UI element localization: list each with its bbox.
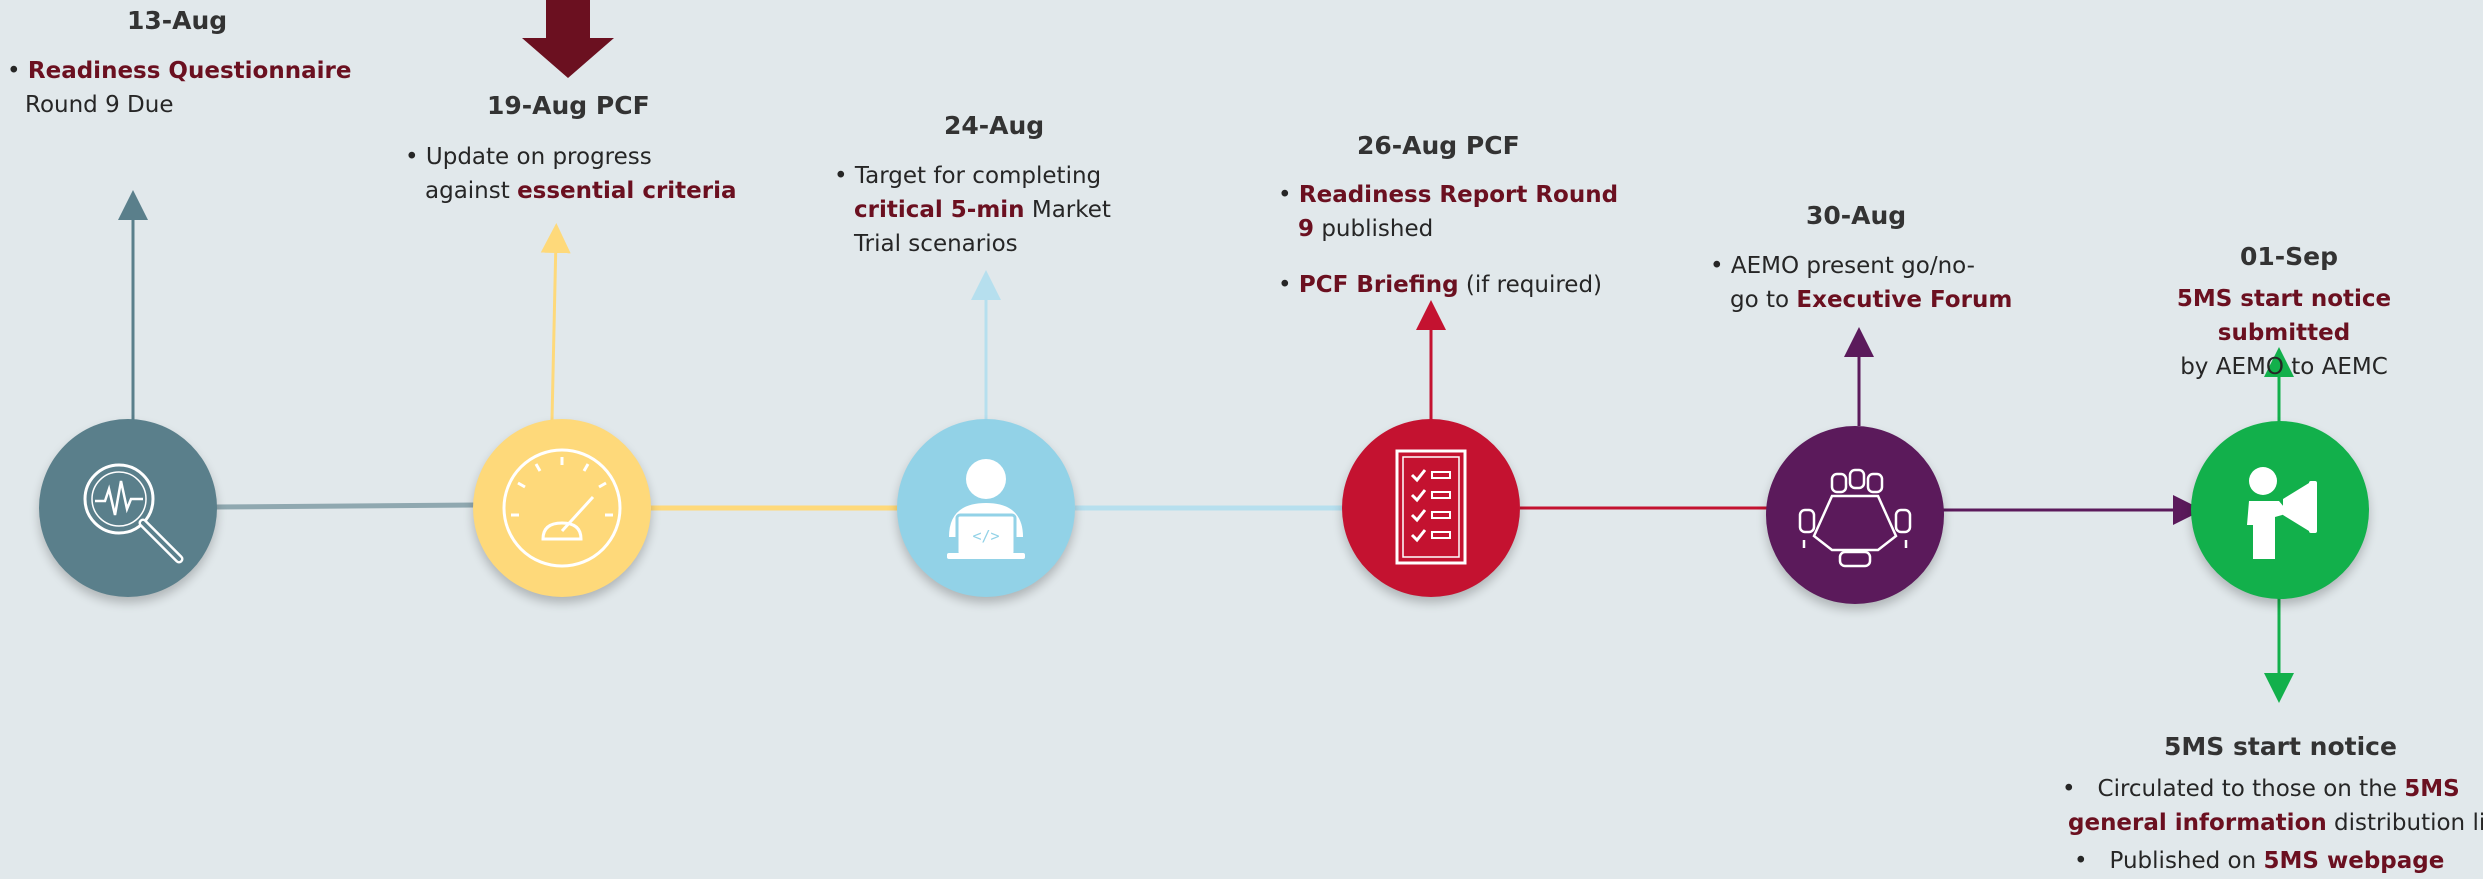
bullet: • xyxy=(834,163,848,189)
distribution-list-text: distribution list xyxy=(2334,810,2483,836)
milestone-text-24-aug: • Target for completing critical 5-min M… xyxy=(834,159,1111,261)
megaphone-person-icon xyxy=(2247,467,2317,559)
bullet: • xyxy=(2074,848,2088,874)
milestone-text-01-sep: 5MS start notice submitted by AEMO to AE… xyxy=(2118,282,2450,384)
five-ms-highlight: 5MS xyxy=(2404,776,2460,802)
bullet: • xyxy=(1278,272,1292,298)
aemo-to-aemc-text: by AEMO to AEMC xyxy=(2180,354,2388,380)
milestone-date-19-aug: 19-Aug PCF xyxy=(487,91,650,120)
start-notice-submitted-highlight: 5MS start notice submitted xyxy=(2176,286,2392,346)
executive-forum-highlight: Executive Forum xyxy=(1796,287,2013,313)
bullet: • xyxy=(1710,253,1724,279)
essential-criteria-highlight: essential criteria xyxy=(517,178,737,204)
published-on-text: Published on xyxy=(2109,848,2264,874)
milestone-node-26-aug xyxy=(1342,419,1520,597)
circulated-text: Circulated to those on the xyxy=(2097,776,2405,802)
meeting-table-icon xyxy=(1798,468,1912,568)
trial-scenarios-text: Trial scenarios xyxy=(854,231,1018,257)
critical-highlight: critical 5-min xyxy=(854,197,1025,223)
market-text: Market xyxy=(1024,197,1111,223)
round-nine-highlight: 9 xyxy=(1298,216,1315,242)
current-position-arrow xyxy=(522,0,614,78)
go-to-text: go to xyxy=(1730,287,1797,313)
start-notice-details: • Circulated to those on the 5MS general… xyxy=(2060,772,2483,878)
milestone-text-19-aug: • Update on progress against essential c… xyxy=(405,140,737,208)
progress-update-text: Update on progress xyxy=(425,144,652,170)
against-text: against xyxy=(425,178,518,204)
questionnaire-highlight: Readiness Questionnaire xyxy=(27,58,352,84)
start-notice-title: 5MS start notice xyxy=(2164,732,2397,761)
milestone-date-26-aug: 26-Aug PCF xyxy=(1357,131,1520,160)
milestone-node-13-aug xyxy=(39,419,217,597)
segment-teal xyxy=(214,502,476,510)
milestone-text-30-aug: • AEMO present go/no- go to Executive Fo… xyxy=(1710,249,2012,317)
bullet: • xyxy=(2062,776,2076,802)
milestone-node-19-aug xyxy=(473,419,651,597)
bullet: • xyxy=(1278,182,1292,208)
milestone-date-24-aug: 24-Aug xyxy=(944,111,1045,140)
milestone-date-01-sep: 01-Sep xyxy=(2240,242,2339,271)
published-text: published xyxy=(1314,216,1434,242)
milestone-text-13-aug: • Readiness Questionnaire Round 9 Due xyxy=(7,54,351,122)
milestone-node-24-aug: </> xyxy=(897,419,1075,597)
pcf-briefing-highlight: PCF Briefing xyxy=(1298,272,1459,298)
svg-text:</>: </> xyxy=(972,527,999,545)
gauge-icon xyxy=(502,448,622,568)
milestone-date-13-aug: 13-Aug xyxy=(127,6,228,35)
webpage-highlight: 5MS webpage xyxy=(2263,848,2445,874)
milestone-node-01-sep xyxy=(2191,421,2369,599)
target-text: Target for completing xyxy=(854,163,1102,189)
questionnaire-round: Round 9 Due xyxy=(25,92,174,118)
magnifier-pulse-icon xyxy=(83,463,184,564)
if-required-text: (if required) xyxy=(1458,272,1603,298)
milestone-date-30-aug: 30-Aug xyxy=(1806,201,1907,230)
go-no-go-text: AEMO present go/no- xyxy=(1730,253,1975,279)
developer-laptop-icon: </> xyxy=(947,459,1025,559)
checklist-icon xyxy=(1395,449,1467,565)
readiness-report-highlight: Readiness Report Round xyxy=(1298,182,1619,208)
milestone-text-26-aug: • Readiness Report Round 9 published • P… xyxy=(1278,178,1618,302)
bullet: • xyxy=(405,144,419,170)
general-information-highlight: general information xyxy=(2068,810,2327,836)
bullet: • xyxy=(7,58,21,84)
milestone-node-30-aug xyxy=(1766,426,1944,604)
arrow-yellow xyxy=(540,223,571,421)
